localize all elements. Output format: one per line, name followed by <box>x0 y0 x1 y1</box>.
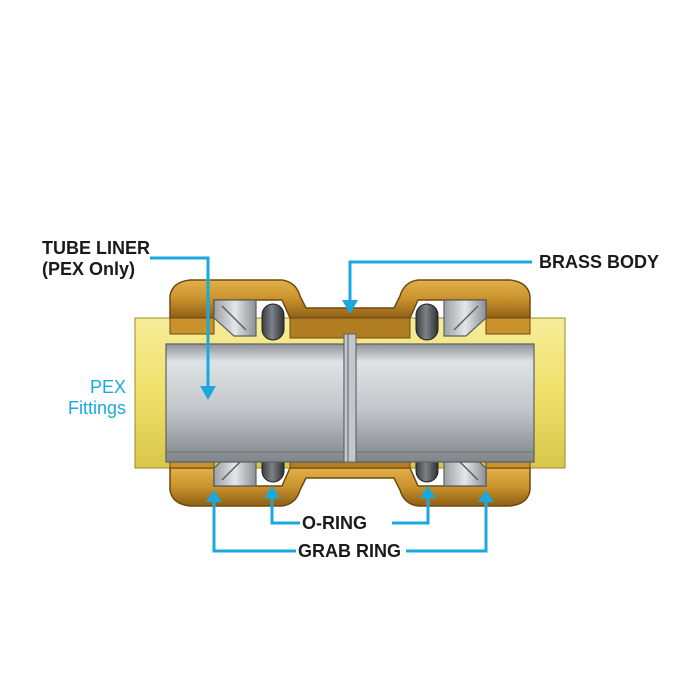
o-ring-callout <box>270 496 300 525</box>
grab-ring-arrowhead-right <box>478 490 494 502</box>
brass-body-arrowhead <box>342 300 358 314</box>
tube-liner-label: TUBE LINER (PEX Only) <box>42 238 150 280</box>
o-ring-label: O-RING <box>302 513 367 533</box>
tube-liner-callout <box>150 256 210 388</box>
grab-ring-callout-right <box>406 500 488 553</box>
brass-body-label: BRASS BODY <box>539 252 660 272</box>
tube-liner-label-line2: (PEX Only) <box>42 259 136 279</box>
tube-liner-arrowhead <box>200 386 216 400</box>
grab-ring-callout <box>212 500 296 553</box>
brass-body-callout <box>348 260 532 304</box>
pex-fittings-label: PEX Fittings <box>60 377 126 419</box>
pex-label-line2: Fittings <box>67 398 126 418</box>
grab-ring-arrowhead-left <box>206 490 222 502</box>
callout-arrowheads <box>200 300 494 502</box>
o-ring-callout-right <box>392 496 430 525</box>
pex-label-line1: PEX <box>89 377 126 397</box>
grab-ring-label: GRAB RING <box>298 541 401 561</box>
tube-liner-label-line1: TUBE LINER <box>42 238 150 258</box>
callouts <box>150 256 532 553</box>
o-rings <box>261 303 439 483</box>
o-ring-arrowhead-right <box>420 486 436 498</box>
o-ring-arrowhead-left <box>264 486 280 498</box>
tube-liners <box>165 333 535 463</box>
